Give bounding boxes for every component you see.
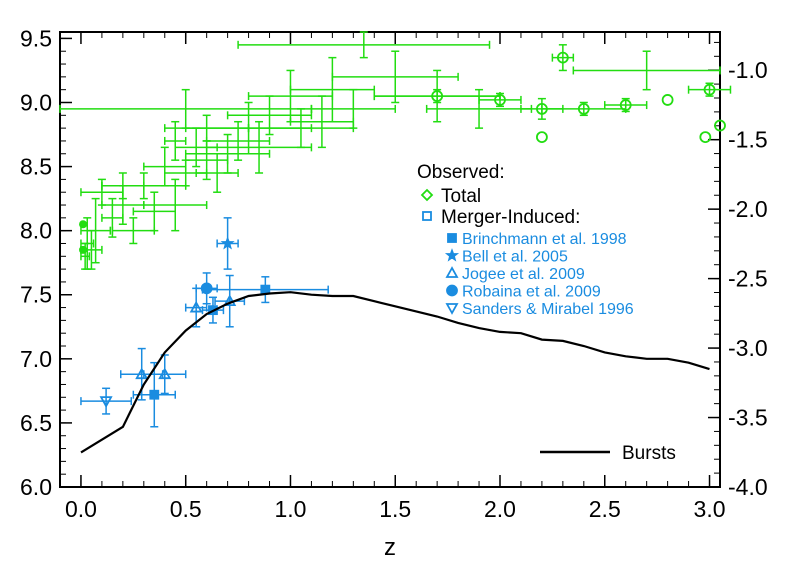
legend-merger-marker <box>422 211 432 221</box>
legend-entry-label: Robaina et al. 2009 <box>462 284 601 301</box>
y-tick-label: 8.5 <box>20 154 52 180</box>
x-tick-label: 0.5 <box>170 496 202 522</box>
observed-series <box>59 31 732 270</box>
legend-total-label: Total <box>441 186 481 207</box>
y-tick-label: 7.5 <box>20 282 52 308</box>
y-tick-label: 6.5 <box>20 410 52 436</box>
y-tick-label: 7.0 <box>20 346 52 372</box>
legend-total-marker <box>420 188 434 202</box>
observed-total-marker <box>556 51 569 64</box>
observed-total-marker <box>703 83 716 96</box>
merger-marker-triangle-up <box>223 294 237 307</box>
y-tick-label: 6.0 <box>20 474 52 500</box>
legend-entry-marker <box>445 303 459 315</box>
legend-entry-label: Bell et al. 2005 <box>462 249 568 266</box>
observed-total-marker <box>714 119 726 132</box>
axis-ticks <box>60 32 720 488</box>
y2-tick-label: -1.0 <box>728 57 768 83</box>
observed-total-marker <box>661 94 674 106</box>
merger-marker-square <box>260 284 271 295</box>
merger-marker-triangle-up <box>189 300 203 313</box>
legend-entry-label: Jogee et al. 2009 <box>462 266 585 283</box>
legend-entry-marker <box>446 284 458 297</box>
plot-frame <box>59 31 721 488</box>
legend-entry-label: Brinchmann et al. 1998 <box>462 231 627 248</box>
x-tick-label: 2.0 <box>484 496 516 522</box>
merger-induced-series <box>80 217 329 428</box>
merger-marker-triangle-up <box>158 367 172 380</box>
legend-entry-marker <box>445 266 459 278</box>
observed-total-marker <box>699 131 712 143</box>
legend-entry-label: Sanders & Mirabel 1996 <box>462 301 634 318</box>
x-axis-title: z <box>384 534 396 561</box>
observed-total-marker <box>536 131 548 143</box>
y2-tick-label: -3.0 <box>728 335 768 361</box>
merger-marker-triangle-down <box>99 396 113 408</box>
x-tick-label: 1.5 <box>379 496 411 522</box>
observed-total-marker <box>431 90 444 102</box>
plot-border <box>59 31 721 488</box>
y2-tick-label: -3.5 <box>728 405 768 431</box>
x-tick-label: 1.0 <box>274 496 306 522</box>
observed-marker <box>79 245 88 254</box>
legend-merger-label: Merger-Induced: <box>441 207 580 228</box>
x-tick-label: 3.0 <box>694 496 726 522</box>
merger-marker-circle <box>200 282 213 295</box>
merger-marker-square <box>149 389 160 400</box>
observed-marker <box>79 220 88 229</box>
y-tick-label: 9.0 <box>20 89 52 115</box>
observed-total-marker <box>619 99 632 111</box>
tick-labels: 0.0 0.5 1.0 1.5 2.0 2.5 3.0 6.0 6.5 7.0 7.5 8.0 8.5 9… <box>20 25 768 522</box>
legend-observed-title: Observed: <box>417 162 505 183</box>
merger-marker-star <box>220 236 235 250</box>
x-tick-label: 2.5 <box>589 496 621 522</box>
y2-tick-label: -1.5 <box>728 127 768 153</box>
bursts-line <box>80 291 710 454</box>
y2-tick-label: -2.5 <box>728 266 768 292</box>
bursts-series <box>80 291 710 454</box>
legend-bursts-label: Bursts <box>622 443 676 464</box>
legend-entry-marker <box>444 248 460 262</box>
observed-total-marker <box>494 94 506 106</box>
y-tick-label: 9.5 <box>20 25 52 51</box>
legend-entry-marker <box>447 233 457 243</box>
observed-total-marker <box>577 103 590 115</box>
y2-tick-label: -2.0 <box>728 196 768 222</box>
y2-tick-label: -4.0 <box>728 474 768 500</box>
x-tick-label: 0.0 <box>65 496 97 522</box>
y-tick-label: 8.0 <box>20 218 52 244</box>
